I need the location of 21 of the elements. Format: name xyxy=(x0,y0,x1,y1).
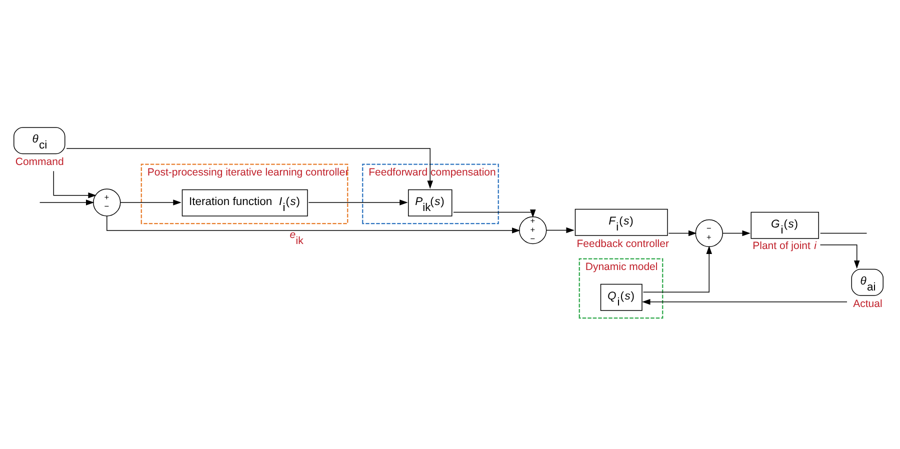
arrow xyxy=(66,148,434,188)
node-label: Plant of joint i xyxy=(752,240,816,252)
node-label: Command xyxy=(15,156,64,168)
node-circle: + + − xyxy=(519,216,547,244)
arrow xyxy=(53,170,96,198)
arrow xyxy=(546,226,574,233)
arrow xyxy=(453,208,536,218)
arrow xyxy=(308,199,408,205)
arrow xyxy=(106,215,520,233)
arrow xyxy=(668,230,697,236)
arrow xyxy=(642,298,848,304)
connector xyxy=(820,232,868,234)
node-circle: − + xyxy=(695,218,723,247)
arrow xyxy=(820,244,860,268)
arrow xyxy=(39,199,94,205)
node-label: Feedback controller xyxy=(576,237,669,250)
node-circle: + − xyxy=(93,188,121,216)
arrow xyxy=(642,245,712,292)
arrow xyxy=(120,199,182,205)
arrow xyxy=(722,230,750,236)
node-label: Actual xyxy=(853,297,882,310)
